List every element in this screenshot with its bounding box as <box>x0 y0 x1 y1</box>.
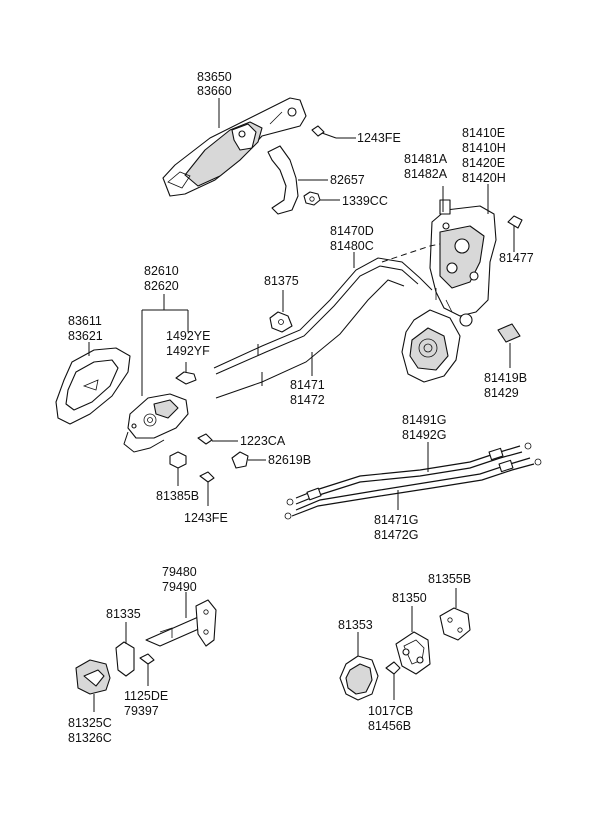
label-stopper-1: 81325C <box>68 716 112 730</box>
striker-81350-part <box>395 606 431 675</box>
shim-81355b-part <box>439 588 471 641</box>
inside-handle-part <box>123 393 189 453</box>
label-rod-upper-1: 81470D <box>330 224 374 238</box>
label-clip-81375: 81375 <box>264 274 299 288</box>
label-latch-4: 81420H <box>462 171 506 185</box>
label-latch-1: 81410E <box>462 126 505 140</box>
screw-1017cb-part <box>385 661 401 700</box>
bolt-1243fe-top-part <box>311 125 356 139</box>
label-bolt-1243fe-top: 1243FE <box>357 131 401 145</box>
bracket-82657-part <box>267 145 328 215</box>
latch-assembly-part <box>401 199 497 383</box>
label-bracket-82657: 82657 <box>330 173 365 187</box>
nut-1339cc-part <box>303 191 340 206</box>
label-actuator-1: 81481A <box>404 152 448 166</box>
label-outside-handle-2: 83660 <box>197 84 232 98</box>
bumper-81335-part <box>115 622 135 677</box>
ring-81353-part <box>339 632 379 701</box>
label-pad-1: 81419B <box>484 371 527 385</box>
label-rod-lower-2: 81472 <box>290 393 325 407</box>
label-actuator-2: 81482A <box>404 167 448 181</box>
inside-handle-cover-part <box>55 347 131 425</box>
label-cap-82619b: 82619B <box>268 453 311 467</box>
stopper-81325c-part <box>75 659 111 712</box>
label-outside-handle-1: 83650 <box>197 70 232 84</box>
screw-1223ca-part <box>197 433 238 445</box>
rod-lower-part <box>215 279 405 399</box>
label-bolt-1125de-1: 1125DE <box>124 689 168 703</box>
label-bumper-81335: 81335 <box>106 607 141 621</box>
label-pad-2: 81429 <box>484 386 519 400</box>
label-cable-upper-1: 81491G <box>402 413 446 427</box>
cable-upper-part <box>286 442 532 506</box>
pad-81419b-part <box>497 323 521 368</box>
label-clip-1492-2: 1492YF <box>166 344 210 358</box>
label-cable-lower-1: 81471G <box>374 513 418 527</box>
label-screw-81477: 81477 <box>499 251 534 265</box>
label-inside-handle-1: 82610 <box>144 264 179 278</box>
label-screw-1243fe-bottom: 1243FE <box>184 511 228 525</box>
label-cover-2: 83621 <box>68 329 103 343</box>
label-nut-1339cc: 1339CC <box>342 194 388 208</box>
label-striker-81350: 81350 <box>392 591 427 605</box>
clip-1492ye-part <box>175 362 197 385</box>
label-rod-upper-2: 81480C <box>330 239 374 253</box>
label-screw-1017cb-2: 81456B <box>368 719 411 733</box>
grommet-81385b-part <box>169 451 187 486</box>
label-bolt-1125de-2: 79397 <box>124 704 159 718</box>
label-latch-3: 81420E <box>462 156 505 170</box>
label-cable-lower-2: 81472G <box>374 528 418 542</box>
label-inside-handle-2: 82620 <box>144 279 179 293</box>
bolt-1125de-part <box>139 653 155 686</box>
cap-82619b-part <box>231 451 266 469</box>
label-screw-1017cb-1: 1017CB <box>368 704 413 718</box>
outside-handle-part <box>162 97 307 197</box>
door-checker-part <box>145 599 217 647</box>
screw-81477-part <box>507 215 523 252</box>
label-rod-lower-1: 81471 <box>290 378 325 392</box>
label-checker-1: 79480 <box>162 565 197 579</box>
label-cable-upper-2: 81492G <box>402 428 446 442</box>
label-checker-2: 79490 <box>162 580 197 594</box>
label-grommet-81385b: 81385B <box>156 489 199 503</box>
clip-81375-part <box>269 290 293 333</box>
cable-lower-part <box>284 457 542 520</box>
label-clip-1492-1: 1492YE <box>166 329 210 343</box>
label-latch-2: 81410H <box>462 141 506 155</box>
rod-upper-part <box>213 243 441 375</box>
label-stopper-2: 81326C <box>68 731 112 745</box>
label-cover-1: 83611 <box>68 314 102 328</box>
label-ring-81353: 81353 <box>338 618 373 632</box>
label-screw-1223ca: 1223CA <box>240 434 286 448</box>
label-shim-81355b: 81355B <box>428 572 471 586</box>
screw-1243fe-bottom-part <box>199 471 215 506</box>
